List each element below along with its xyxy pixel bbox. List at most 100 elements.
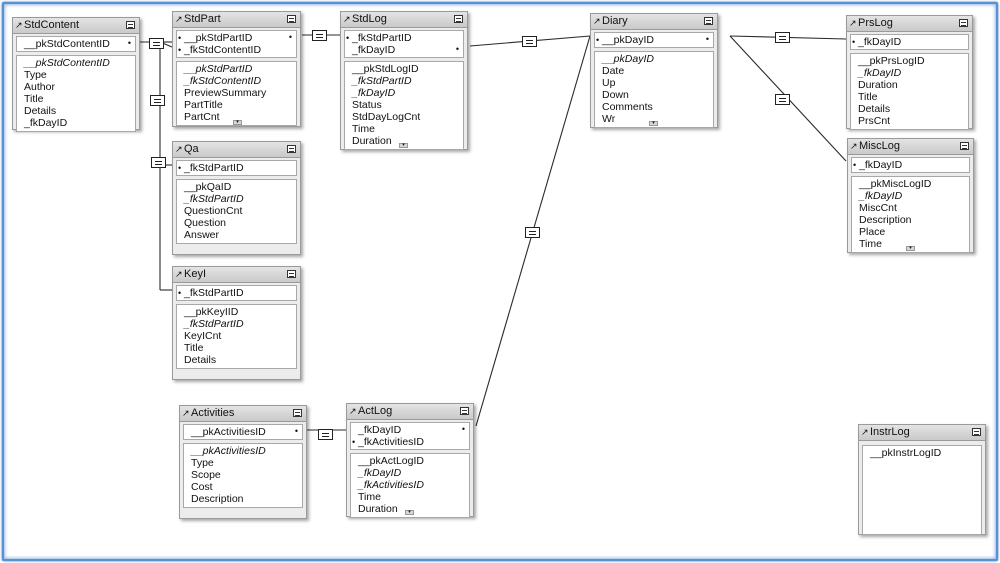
menu-icon[interactable]: [287, 145, 296, 153]
equals-join-icon[interactable]: [522, 36, 537, 47]
table-header[interactable]: ↗KeyI: [173, 267, 300, 283]
field[interactable]: Title: [24, 93, 44, 105]
field[interactable]: Time: [352, 123, 375, 135]
field[interactable]: __pkStdPartID: [184, 63, 253, 75]
scroll-indicator[interactable]: ▾: [233, 120, 242, 125]
table-actlog[interactable]: ↗ActLog _fkDayID• •_fkActivitiesID __pkA…: [346, 403, 474, 518]
key-field[interactable]: •_fkActivitiesID: [351, 436, 469, 448]
table-header[interactable]: ↗StdLog: [341, 12, 467, 28]
field[interactable]: _fkDayID: [352, 87, 396, 99]
arrow-icon[interactable]: ↗: [175, 144, 183, 154]
field[interactable]: __pkDayID: [602, 53, 654, 65]
arrow-icon[interactable]: ↗: [349, 406, 357, 416]
menu-icon[interactable]: [287, 15, 296, 23]
field[interactable]: Description: [859, 214, 912, 226]
field[interactable]: Details: [858, 103, 891, 115]
menu-icon[interactable]: [704, 17, 713, 25]
table-header[interactable]: ↗ActLog: [347, 404, 473, 420]
equals-join-icon[interactable]: [318, 429, 333, 440]
arrow-icon[interactable]: ↗: [15, 20, 23, 30]
table-header[interactable]: ↗InstrLog: [859, 425, 985, 441]
field[interactable]: _fkStdContentID: [184, 75, 262, 87]
table-misclog[interactable]: ↗MiscLog •_fkDayID __pkMiscLogID _fkDayI…: [847, 138, 974, 253]
equals-join-icon[interactable]: [525, 227, 540, 238]
table-header[interactable]: ↗Diary: [591, 14, 717, 30]
field[interactable]: _fkDayID: [859, 190, 903, 202]
table-diary[interactable]: ↗Diary •__pkDayID• __pkDayID Date Up Dow…: [590, 13, 718, 128]
field[interactable]: Cost: [191, 481, 213, 493]
menu-icon[interactable]: [960, 142, 969, 150]
menu-icon[interactable]: [972, 428, 981, 436]
table-instrlog[interactable]: ↗InstrLog __pkInstrLogID: [858, 424, 986, 535]
arrow-icon[interactable]: ↗: [182, 408, 190, 418]
scroll-indicator[interactable]: ▾: [906, 246, 915, 251]
table-stdlog[interactable]: ↗StdLog •_fkStdPartID _fkDayID• __pkStdL…: [340, 11, 468, 150]
key-field[interactable]: __pkStdContentID•: [17, 38, 135, 50]
arrow-icon[interactable]: ↗: [175, 269, 183, 279]
field[interactable]: _fkDayID: [858, 67, 902, 79]
menu-icon[interactable]: [293, 409, 302, 417]
arrow-icon[interactable]: ↗: [593, 16, 601, 26]
field[interactable]: Type: [191, 457, 214, 469]
field[interactable]: MiscCnt: [859, 202, 897, 214]
table-stdpart[interactable]: ↗StdPart •__pkStdPartID• •_fkStdContentI…: [172, 11, 301, 127]
field[interactable]: Date: [602, 65, 625, 77]
field[interactable]: _fkActivitiesID: [358, 479, 424, 491]
field[interactable]: QuestionCnt: [184, 205, 243, 217]
key-field[interactable]: •__pkStdPartID•: [177, 32, 296, 44]
table-header[interactable]: ↗StdContent: [13, 18, 139, 34]
table-header[interactable]: ↗MiscLog: [848, 139, 973, 155]
field[interactable]: Duration: [352, 135, 392, 147]
table-header[interactable]: ↗Qa: [173, 142, 300, 158]
key-field[interactable]: •_fkStdPartID: [345, 32, 463, 44]
field[interactable]: _fkDayID: [24, 117, 68, 129]
scroll-indicator[interactable]: ▾: [405, 510, 414, 515]
field[interactable]: Type: [24, 69, 47, 81]
field[interactable]: PartCnt: [184, 111, 220, 123]
field[interactable]: _fkStdPartID: [184, 193, 244, 205]
field[interactable]: PartTitle: [184, 99, 223, 111]
equals-join-icon[interactable]: [775, 94, 790, 105]
key-field[interactable]: __pkActivitiesID•: [184, 426, 302, 438]
field[interactable]: Comments: [602, 101, 653, 113]
equals-join-icon[interactable]: [149, 38, 164, 49]
equals-join-icon[interactable]: [151, 157, 166, 168]
table-header[interactable]: ↗StdPart: [173, 12, 300, 28]
table-header[interactable]: ↗PrsLog: [847, 16, 972, 32]
field[interactable]: __pkMiscLogID: [859, 178, 932, 190]
table-activities[interactable]: ↗Activities __pkActivitiesID• __pkActivi…: [179, 405, 307, 519]
key-field[interactable]: _fkDayID•: [345, 44, 463, 56]
field[interactable]: __pkStdContentID: [24, 57, 110, 69]
table-prslog[interactable]: ↗PrsLog •_fkDayID __pkPrsLogID _fkDayID …: [846, 15, 973, 130]
arrow-icon[interactable]: ↗: [343, 14, 351, 24]
key-field[interactable]: •__pkDayID•: [595, 34, 713, 46]
field[interactable]: Title: [184, 342, 204, 354]
key-field[interactable]: •_fkDayID: [851, 36, 968, 48]
key-field[interactable]: __pkInstrLogID: [863, 447, 981, 459]
field[interactable]: PrsCnt: [858, 115, 891, 127]
field[interactable]: Details: [24, 105, 57, 117]
menu-icon[interactable]: [454, 15, 463, 23]
field[interactable]: Duration: [858, 79, 898, 91]
scroll-indicator[interactable]: ▾: [649, 121, 658, 126]
scroll-indicator[interactable]: ▾: [399, 143, 408, 148]
key-field[interactable]: •_fkStdPartID: [177, 287, 296, 299]
field[interactable]: __pkPrsLogID: [858, 55, 925, 67]
field[interactable]: Description: [191, 493, 244, 505]
field[interactable]: __pkActivitiesID: [191, 445, 266, 457]
field[interactable]: PreviewSummary: [184, 87, 267, 99]
table-qa[interactable]: ↗Qa •_fkStdPartID __pkQaID _fkStdPartID …: [172, 141, 301, 255]
equals-join-icon[interactable]: [775, 32, 790, 43]
key-field[interactable]: •_fkStdPartID: [177, 162, 296, 174]
arrow-icon[interactable]: ↗: [175, 14, 183, 24]
field[interactable]: Up: [602, 77, 616, 89]
arrow-icon[interactable]: ↗: [850, 141, 858, 151]
field[interactable]: _fkStdPartID: [352, 75, 412, 87]
table-header[interactable]: ↗Activities: [180, 406, 306, 422]
arrow-icon[interactable]: ↗: [849, 18, 857, 28]
field[interactable]: __pkActLogID: [358, 455, 424, 467]
field[interactable]: Status: [352, 99, 382, 111]
table-stdcontent[interactable]: ↗StdContent __pkStdContentID• __pkStdCon…: [12, 17, 140, 132]
field[interactable]: Time: [859, 238, 882, 250]
menu-icon[interactable]: [460, 407, 469, 415]
